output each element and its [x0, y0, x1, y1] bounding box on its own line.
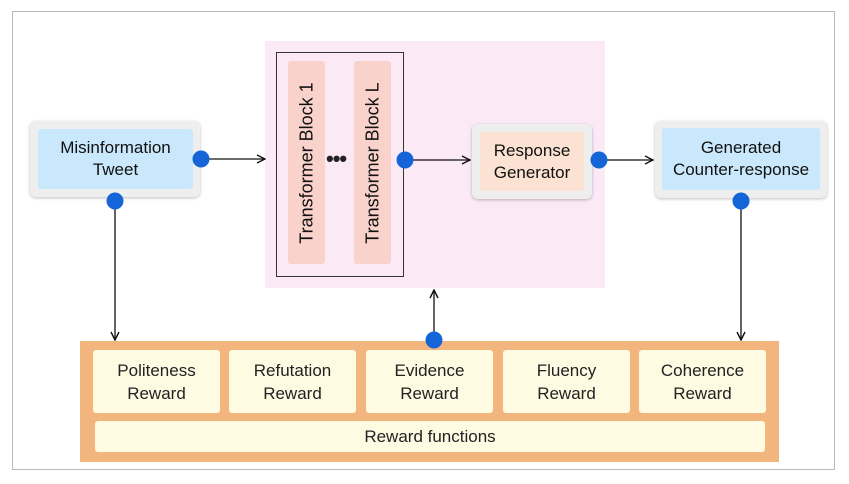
- reward-line-2: Reward: [263, 383, 322, 403]
- response-generator-label: Response Generator: [480, 132, 584, 191]
- input-right-connector: [192, 150, 210, 168]
- input-node-label: Misinformation Tweet: [38, 129, 193, 189]
- input-line-1: Misinformation: [60, 138, 171, 157]
- rewards-top-connector: [425, 331, 443, 349]
- reward-line-2: Reward: [537, 383, 596, 403]
- output-line-2: Counter-response: [672, 160, 810, 179]
- reward-line-1: Refutation: [253, 360, 332, 380]
- ellipsis: •••: [326, 146, 347, 171]
- transformer-right-connector: [396, 151, 414, 169]
- output-node-label: Generated Counter-response: [662, 128, 820, 190]
- generator-line-2: Generator: [493, 162, 571, 182]
- reward-line-2: Reward: [400, 383, 459, 403]
- reward-line-1: Evidence: [394, 360, 465, 380]
- diagram-frame: [12, 11, 835, 470]
- reward-line-1: Politeness: [117, 360, 196, 380]
- reward-line-1: Fluency: [536, 360, 597, 380]
- reward-line-2: Reward: [673, 383, 732, 403]
- reward-line-1: Coherence: [660, 360, 745, 380]
- input-bottom-connector: [106, 192, 124, 210]
- transformer-block-1: Transformer Block 1: [288, 61, 325, 264]
- reward-functions-bar: Reward functions: [95, 421, 765, 452]
- generator-line-1: Response: [493, 140, 571, 160]
- generator-right-connector: [590, 151, 608, 169]
- output-bottom-connector: [732, 192, 750, 210]
- reward-line-2: Reward: [127, 383, 186, 403]
- input-line-2: Tweet: [92, 160, 139, 179]
- output-line-1: Generated: [700, 138, 782, 157]
- transformer-block-l: Transformer Block L: [354, 61, 391, 264]
